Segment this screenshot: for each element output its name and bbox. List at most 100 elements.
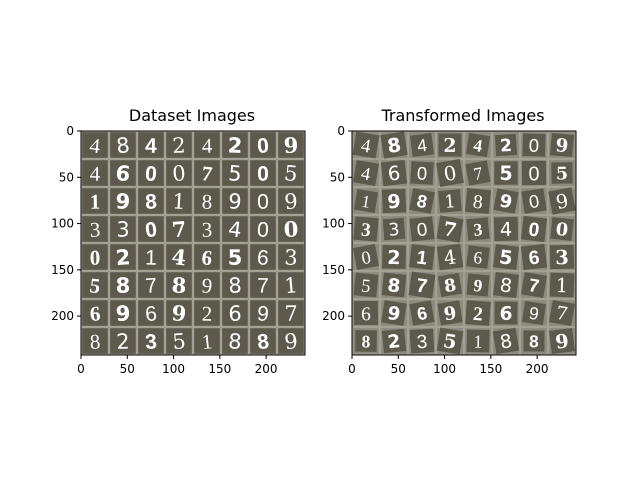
digit-label: 0 — [256, 218, 269, 242]
x-tick-label: 50 — [120, 362, 135, 376]
digit-tile: 6 — [82, 300, 108, 326]
digit-tile: 2 — [493, 132, 519, 158]
digit-tile: 9 — [250, 300, 276, 326]
digit-label: 0 — [257, 191, 269, 214]
digit-label: 4 — [359, 135, 372, 157]
digit-tile: 1 — [278, 272, 304, 298]
y-tick-label: 100 — [51, 217, 74, 231]
digit-tile: 0 — [521, 132, 547, 158]
digit-tile: 8 — [521, 328, 547, 354]
digit-tile: 4 — [409, 132, 435, 158]
digit-tile: 7 — [194, 160, 220, 186]
digit-label: 5 — [360, 275, 371, 297]
digit-label: 7 — [257, 275, 269, 298]
digit-tile: 1 — [437, 188, 463, 214]
digit-tile: 9 — [465, 272, 491, 298]
digit-label: 9 — [201, 273, 213, 298]
digit-tile: 8 — [138, 188, 164, 214]
digit-label: 0 — [416, 162, 427, 184]
digit-label: 6 — [228, 302, 242, 326]
x-tick-label: 200 — [526, 362, 549, 376]
digit-tile: 0 — [520, 215, 548, 243]
digit-label: 0 — [527, 219, 540, 241]
digit-label: 9 — [498, 191, 514, 214]
digit-label: 3 — [284, 246, 298, 270]
digit-tile: 7 — [521, 272, 547, 298]
digit-label: 0 — [256, 134, 270, 158]
digit-tile: 1 — [465, 328, 491, 354]
digit-tile: 2 — [110, 244, 136, 270]
digit-label: 9 — [228, 189, 242, 214]
digit-label: 4 — [145, 135, 157, 158]
digit-label: 7 — [144, 274, 157, 298]
digit-label: 0 — [442, 161, 458, 186]
digit-label: 6 — [144, 302, 158, 326]
digit-label: 2 — [116, 329, 130, 354]
digit-label: 8 — [415, 191, 429, 213]
digit-tile: 6 — [250, 244, 276, 270]
digit-label: 4 — [500, 218, 513, 241]
digit-tile: 3 — [409, 328, 435, 354]
digit-label: 2 — [500, 136, 513, 157]
digit-label: 1 — [283, 273, 298, 298]
digit-label: 7 — [415, 274, 429, 297]
digit-tile: 5 — [222, 244, 248, 270]
digit-label: 6 — [200, 245, 213, 270]
digit-tile: 9 — [166, 300, 192, 326]
x-tick-label: 50 — [391, 362, 406, 376]
digit-tile: 3 — [138, 328, 164, 354]
digit-label: 6 — [256, 246, 269, 270]
digit-label: 8 — [145, 190, 158, 214]
digit-tile: 8 — [409, 188, 435, 214]
digit-tile: 9 — [381, 300, 407, 326]
digit-tile: 6 — [110, 160, 136, 186]
digit-label: 3 — [360, 220, 371, 242]
digit-label: 6 — [114, 161, 131, 187]
digit-label: 9 — [256, 302, 270, 326]
digit-label: 8 — [227, 329, 242, 354]
x-tick-label: 0 — [348, 362, 356, 376]
y-tick-label: 150 — [51, 263, 74, 277]
digit-tile: 6 — [465, 244, 491, 270]
digit-tile: 4 — [352, 131, 380, 159]
digit-tile: 3 — [110, 216, 136, 242]
digit-tile: 2 — [465, 300, 491, 326]
digit-tile: 8 — [194, 188, 220, 214]
digit-tile: 8 — [492, 327, 520, 355]
x-tick-label: 0 — [77, 362, 85, 376]
digit-tile: 4 — [436, 243, 464, 271]
panel-title-transformed: Transformed Images — [380, 106, 544, 125]
digit-tile: 5 — [353, 272, 379, 298]
digit-tile: 4 — [166, 244, 192, 270]
digit-tile: 0 — [250, 132, 276, 158]
digit-label: 5 — [171, 329, 186, 354]
digit-label: 7 — [527, 274, 541, 296]
digit-label: 3 — [473, 219, 484, 240]
digit-label: 5 — [442, 329, 459, 354]
digit-label: 9 — [473, 275, 484, 296]
digit-tile: 3 — [465, 216, 491, 242]
digit-label: 8 — [472, 192, 484, 214]
x-tick-label: 100 — [162, 362, 185, 376]
digit-tile: 4 — [222, 216, 248, 242]
digit-tile: 2 — [194, 300, 220, 326]
digit-label: 9 — [283, 329, 299, 354]
digit-label: 1 — [90, 190, 101, 214]
digit-label: 5 — [499, 162, 512, 185]
digit-label: 7 — [200, 161, 213, 186]
digit-tile: 1 — [194, 328, 220, 354]
digit-tile: 8 — [353, 328, 379, 354]
digit-label: 4 — [90, 162, 101, 186]
digit-label: 3 — [89, 217, 100, 241]
digit-label: 4 — [227, 217, 243, 242]
digit-label: 1 — [201, 329, 214, 354]
digit-label: 7 — [441, 217, 458, 242]
y-tick-label: 50 — [330, 170, 345, 184]
digit-label: 7 — [554, 303, 569, 326]
digit-label: 0 — [527, 190, 540, 212]
digit-tile: 7 — [166, 216, 192, 242]
digit-label: 9 — [115, 189, 130, 213]
